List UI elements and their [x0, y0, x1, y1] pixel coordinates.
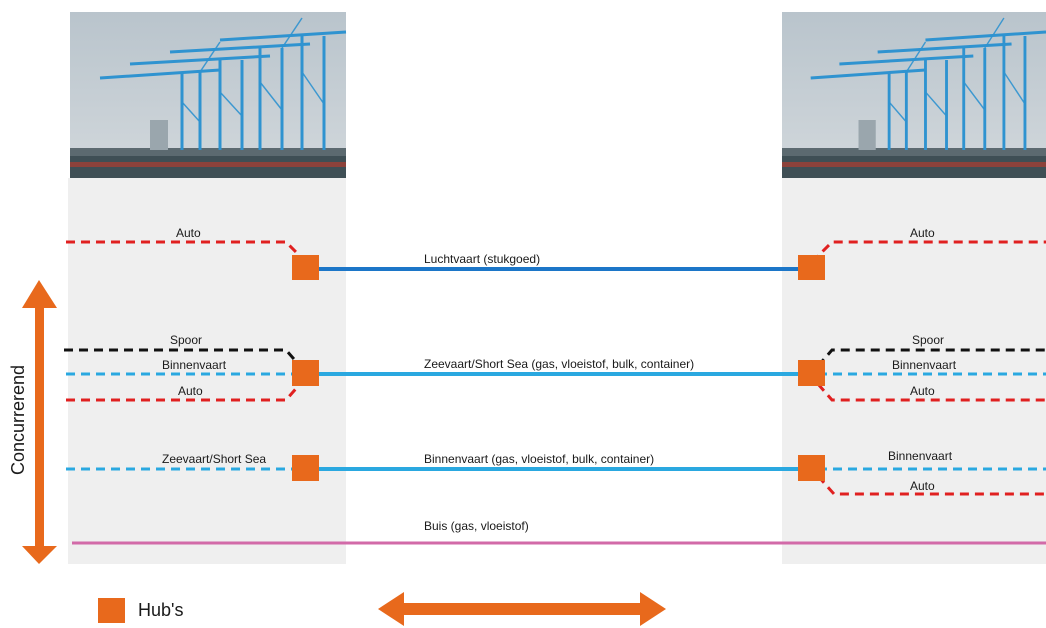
- left-sea-inland-label: Binnenvaart: [162, 358, 227, 372]
- right-road-feeder-sea: [816, 383, 1046, 402]
- left-sea-rail-label: Spoor: [170, 333, 202, 347]
- hub-legend-swatch: [98, 598, 125, 623]
- right-sea-inland-label: Binnenvaart: [892, 358, 957, 372]
- left-inland-sea-label: Zeevaart/Short Sea: [162, 452, 266, 466]
- inland-link-label: Binnenvaart (gas, vloeistof, bulk, conta…: [424, 452, 654, 466]
- pipeline-label: Buis (gas, vloeistof): [424, 519, 529, 533]
- right-sea-rail-label: Spoor: [912, 333, 944, 347]
- right-port-photo: [782, 12, 1046, 178]
- right-inland-road-label: Auto: [910, 479, 935, 493]
- right-road-feeder-air: [810, 240, 1046, 264]
- sea-link-label: Zeevaart/Short Sea (gas, vloeistof, bulk…: [424, 357, 694, 371]
- right-road-feeder-inland: [816, 475, 1046, 496]
- hub-right-inland: [798, 455, 825, 481]
- hub-right-sea: [798, 360, 825, 386]
- hub-legend-label: Hub's: [138, 600, 183, 620]
- hub-left-inland: [292, 455, 319, 481]
- hub-left-sea: [292, 360, 319, 386]
- double-arrow-vertical-icon: [22, 280, 57, 564]
- left-port-photo: [68, 10, 348, 180]
- air-link-label: Luchtvaart (stukgoed): [424, 252, 540, 266]
- right-inland-inland-label: Binnenvaart: [888, 449, 953, 463]
- left-sea-road-label: Auto: [178, 384, 203, 398]
- hub-left-air: [292, 255, 319, 280]
- left-air-road-label: Auto: [176, 226, 201, 240]
- double-arrow-horizontal-icon: [378, 592, 666, 626]
- side-axis-label: Concurrerend: [8, 365, 28, 475]
- hub-right-air: [798, 255, 825, 280]
- right-sea-road-label: Auto: [910, 384, 935, 398]
- right-air-road-label: Auto: [910, 226, 935, 240]
